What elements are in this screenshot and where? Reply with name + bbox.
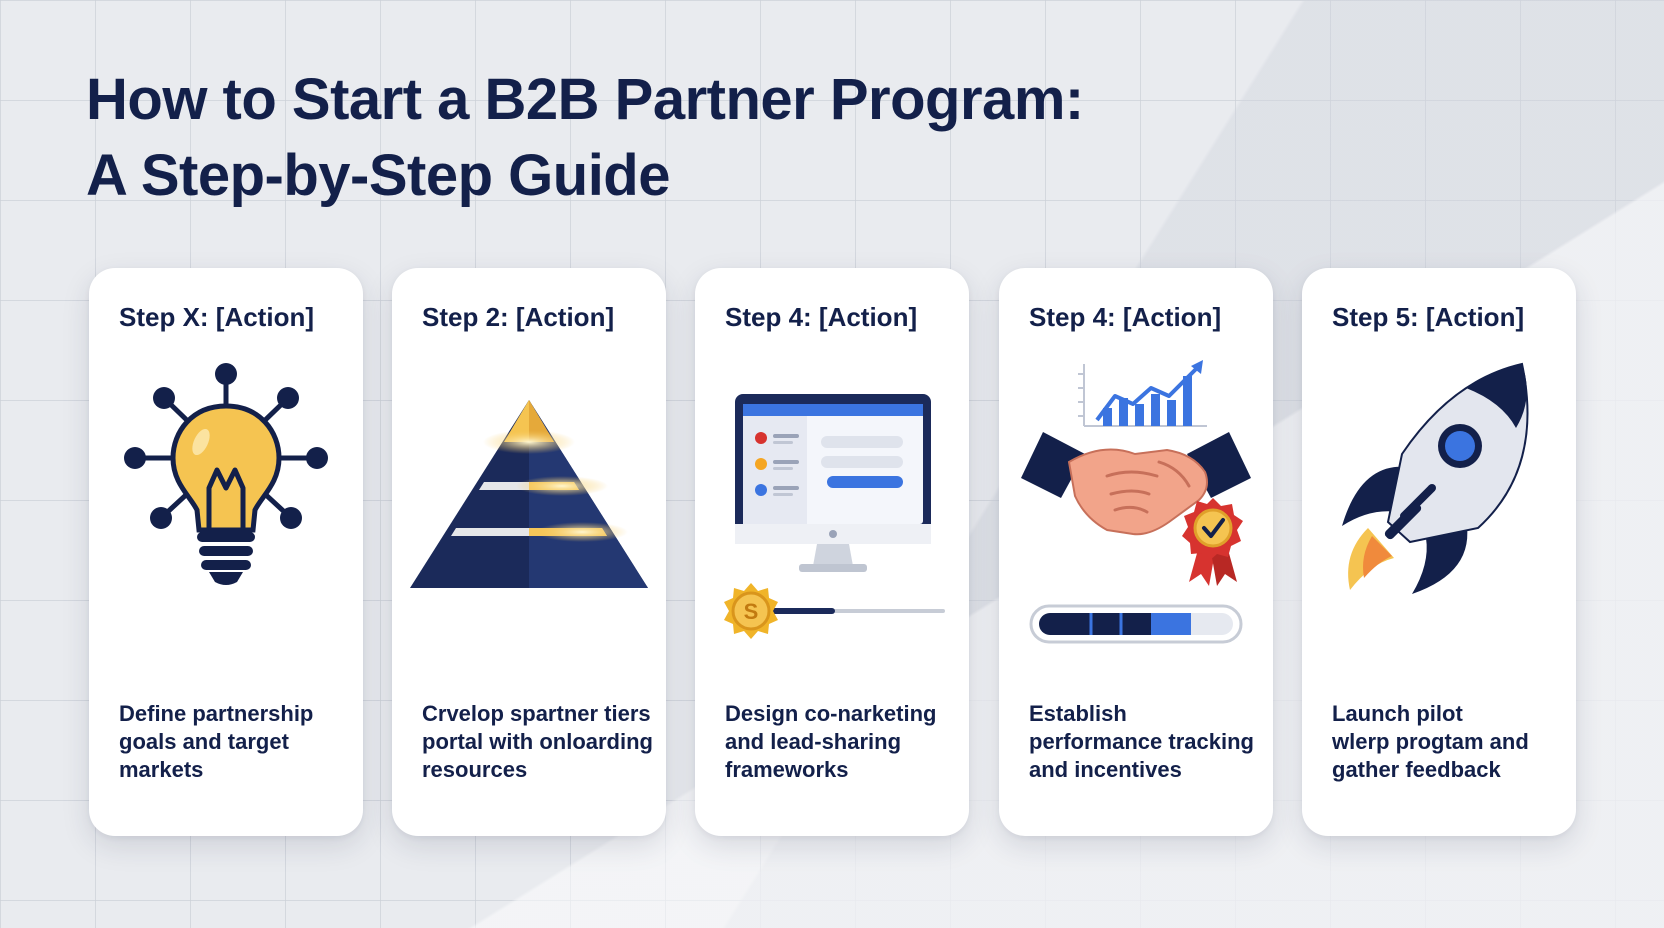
step-5-description-line: gather feedback bbox=[1332, 757, 1501, 782]
bar-chart-icon bbox=[1078, 360, 1207, 427]
step-2-description: Crvelop ѕpartner tiers portal with onloa… bbox=[422, 700, 654, 784]
step-3-description-line: frameworks bbox=[725, 757, 849, 782]
step-2-description-line: Crvelop ѕpartner tiers bbox=[422, 701, 651, 726]
step-3-title: Step 4: [Action] bbox=[725, 302, 918, 332]
monitor-dashboard-icon: S bbox=[724, 394, 945, 639]
step-4-description-line: performance tracking bbox=[1029, 729, 1254, 754]
step-1-title: Step X: [Action] bbox=[119, 302, 314, 332]
step-5-description-line: Launch pilot bbox=[1332, 701, 1463, 726]
step-4-title: Step 4: [Action] bbox=[1029, 302, 1222, 332]
coin-symbol: S bbox=[744, 599, 759, 624]
step-card-3: Step 4: [Action] S Design co-narketing a… bbox=[695, 268, 969, 836]
rocket-icon bbox=[1342, 362, 1529, 594]
pyramid-tiers-icon bbox=[410, 400, 648, 588]
step-2-title: Step 2: [Action] bbox=[422, 302, 615, 332]
page-title-line-2: A Step-by-Step Guide bbox=[86, 143, 670, 208]
step-card-4: Step 4: [Action] bbox=[999, 268, 1273, 836]
page-title-line-1: How to Start a B2B Partner Program: bbox=[86, 67, 1084, 132]
step-3-description: Design co-narketing and lead-sharing fra… bbox=[725, 700, 957, 784]
step-1-description-line: Define partnership bbox=[119, 701, 314, 726]
lightbulb-network-icon bbox=[124, 363, 328, 585]
step-3-description-line: and lead-sharing bbox=[725, 729, 902, 754]
step-5-title: Step 5: [Action] bbox=[1332, 302, 1525, 332]
step-1-description-line: markets bbox=[119, 757, 204, 782]
step-4-description-line: and incentives bbox=[1029, 757, 1182, 782]
step-4-description-line: Establish bbox=[1029, 701, 1127, 726]
award-ribbon-icon bbox=[1182, 498, 1243, 586]
step-3-description-line: Design co-narketing bbox=[725, 701, 937, 726]
step-4-description: Establish performance tracking and incen… bbox=[1029, 700, 1261, 784]
step-5-description: Launch pilot wlerp progtam and gather fe… bbox=[1332, 700, 1564, 784]
step-card-2: Step 2: [Action] Crvelop ѕpartner tiers … bbox=[392, 268, 666, 836]
step-card-5: Step 5: [Action] Launch pilot wlerp prog… bbox=[1302, 268, 1576, 836]
step-1-description: Define partnership goals and target mark… bbox=[119, 700, 351, 784]
page-title: How to Start a B2B Partner Program: A St… bbox=[86, 62, 1084, 214]
step-1-description-line: goals and target bbox=[119, 729, 289, 754]
handshake-chart-icon bbox=[1021, 360, 1251, 644]
step-5-description-line: wlerp progtam and bbox=[1332, 729, 1529, 754]
step-2-description-line: portal with onloarding bbox=[422, 729, 653, 754]
step-card-1: Step X: [Action] Define partnershi bbox=[89, 268, 363, 836]
progress-bar-fill bbox=[755, 608, 835, 614]
step-2-description-line: resources bbox=[422, 757, 528, 782]
